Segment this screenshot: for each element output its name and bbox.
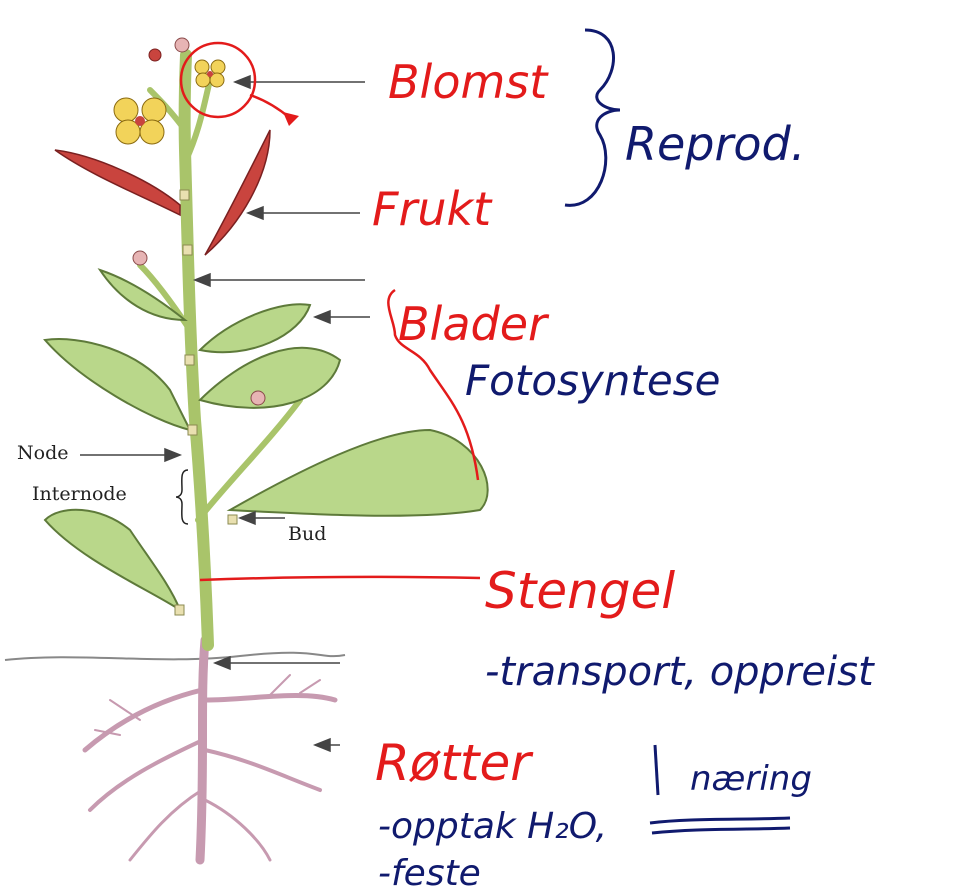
leaf-mid-left bbox=[45, 339, 190, 430]
annotation-leaves: Blader bbox=[398, 297, 550, 351]
soil-line bbox=[5, 653, 345, 660]
annotation-reproduction: Reprod. bbox=[625, 117, 805, 171]
bud-mid-right bbox=[251, 391, 265, 405]
stem-underline bbox=[200, 577, 480, 580]
annotation-roots-function-2: -feste bbox=[378, 853, 481, 893]
roots bbox=[85, 640, 335, 860]
fruit-right bbox=[205, 130, 270, 255]
label-bud: Bud bbox=[288, 523, 326, 545]
bud-top bbox=[175, 38, 189, 52]
fruit-left bbox=[55, 150, 180, 215]
annotation-fruit: Frukt bbox=[372, 182, 493, 236]
annotation-stem-function: -transport, oppreist bbox=[485, 649, 875, 695]
label-internode: Internode bbox=[32, 483, 127, 505]
bud-top-left bbox=[149, 49, 161, 61]
leaf-upper-right bbox=[200, 304, 310, 352]
flower-large bbox=[114, 98, 166, 144]
leaf-lower-left bbox=[45, 510, 180, 610]
reproduction-brace bbox=[565, 30, 620, 205]
flower-arrow-head bbox=[283, 112, 299, 126]
annotation-flower: Blomst bbox=[388, 55, 549, 109]
branches bbox=[140, 80, 300, 520]
flower-arrow-mark bbox=[250, 95, 290, 118]
annotation-roots: Røtter bbox=[375, 734, 534, 792]
annotation-photosynthesis: Fotosyntese bbox=[465, 356, 720, 405]
internode-brace bbox=[176, 470, 188, 524]
bud-mid-left bbox=[133, 251, 147, 265]
leaf-upper-left bbox=[100, 270, 185, 320]
label-node: Node bbox=[17, 442, 68, 464]
fruits bbox=[55, 130, 270, 255]
struck-out-word bbox=[650, 818, 790, 833]
annotation-roots-function-1: -opptak H₂O, bbox=[378, 806, 607, 847]
annotation-stem: Stengel bbox=[485, 562, 675, 620]
annotation-nutrients: næring bbox=[690, 759, 812, 799]
nutrients-caret bbox=[655, 745, 658, 795]
leaf-mid-right bbox=[200, 348, 340, 408]
